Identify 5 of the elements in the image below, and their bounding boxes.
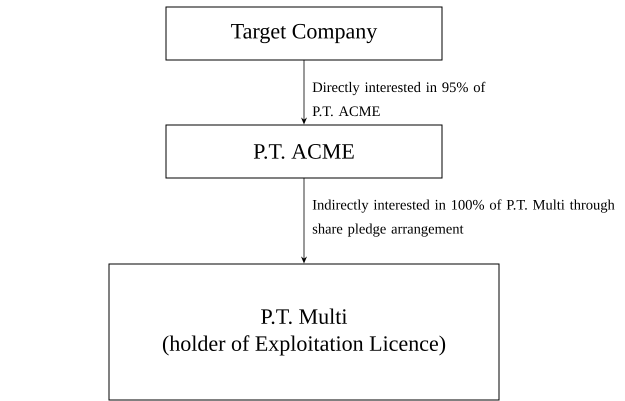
company-box: P.T. Multi (holder of Exploitation Licence) bbox=[108, 264, 500, 400]
company-box: P.T. ACME bbox=[166, 124, 442, 178]
company-box: Target Company bbox=[166, 6, 442, 60]
edge-label: Directly interested in 95% of P.T. ACME bbox=[312, 82, 486, 116]
edge-label: Indirectly interested in 100% of P.T. Multi through share pledge arrangement bbox=[312, 199, 615, 237]
